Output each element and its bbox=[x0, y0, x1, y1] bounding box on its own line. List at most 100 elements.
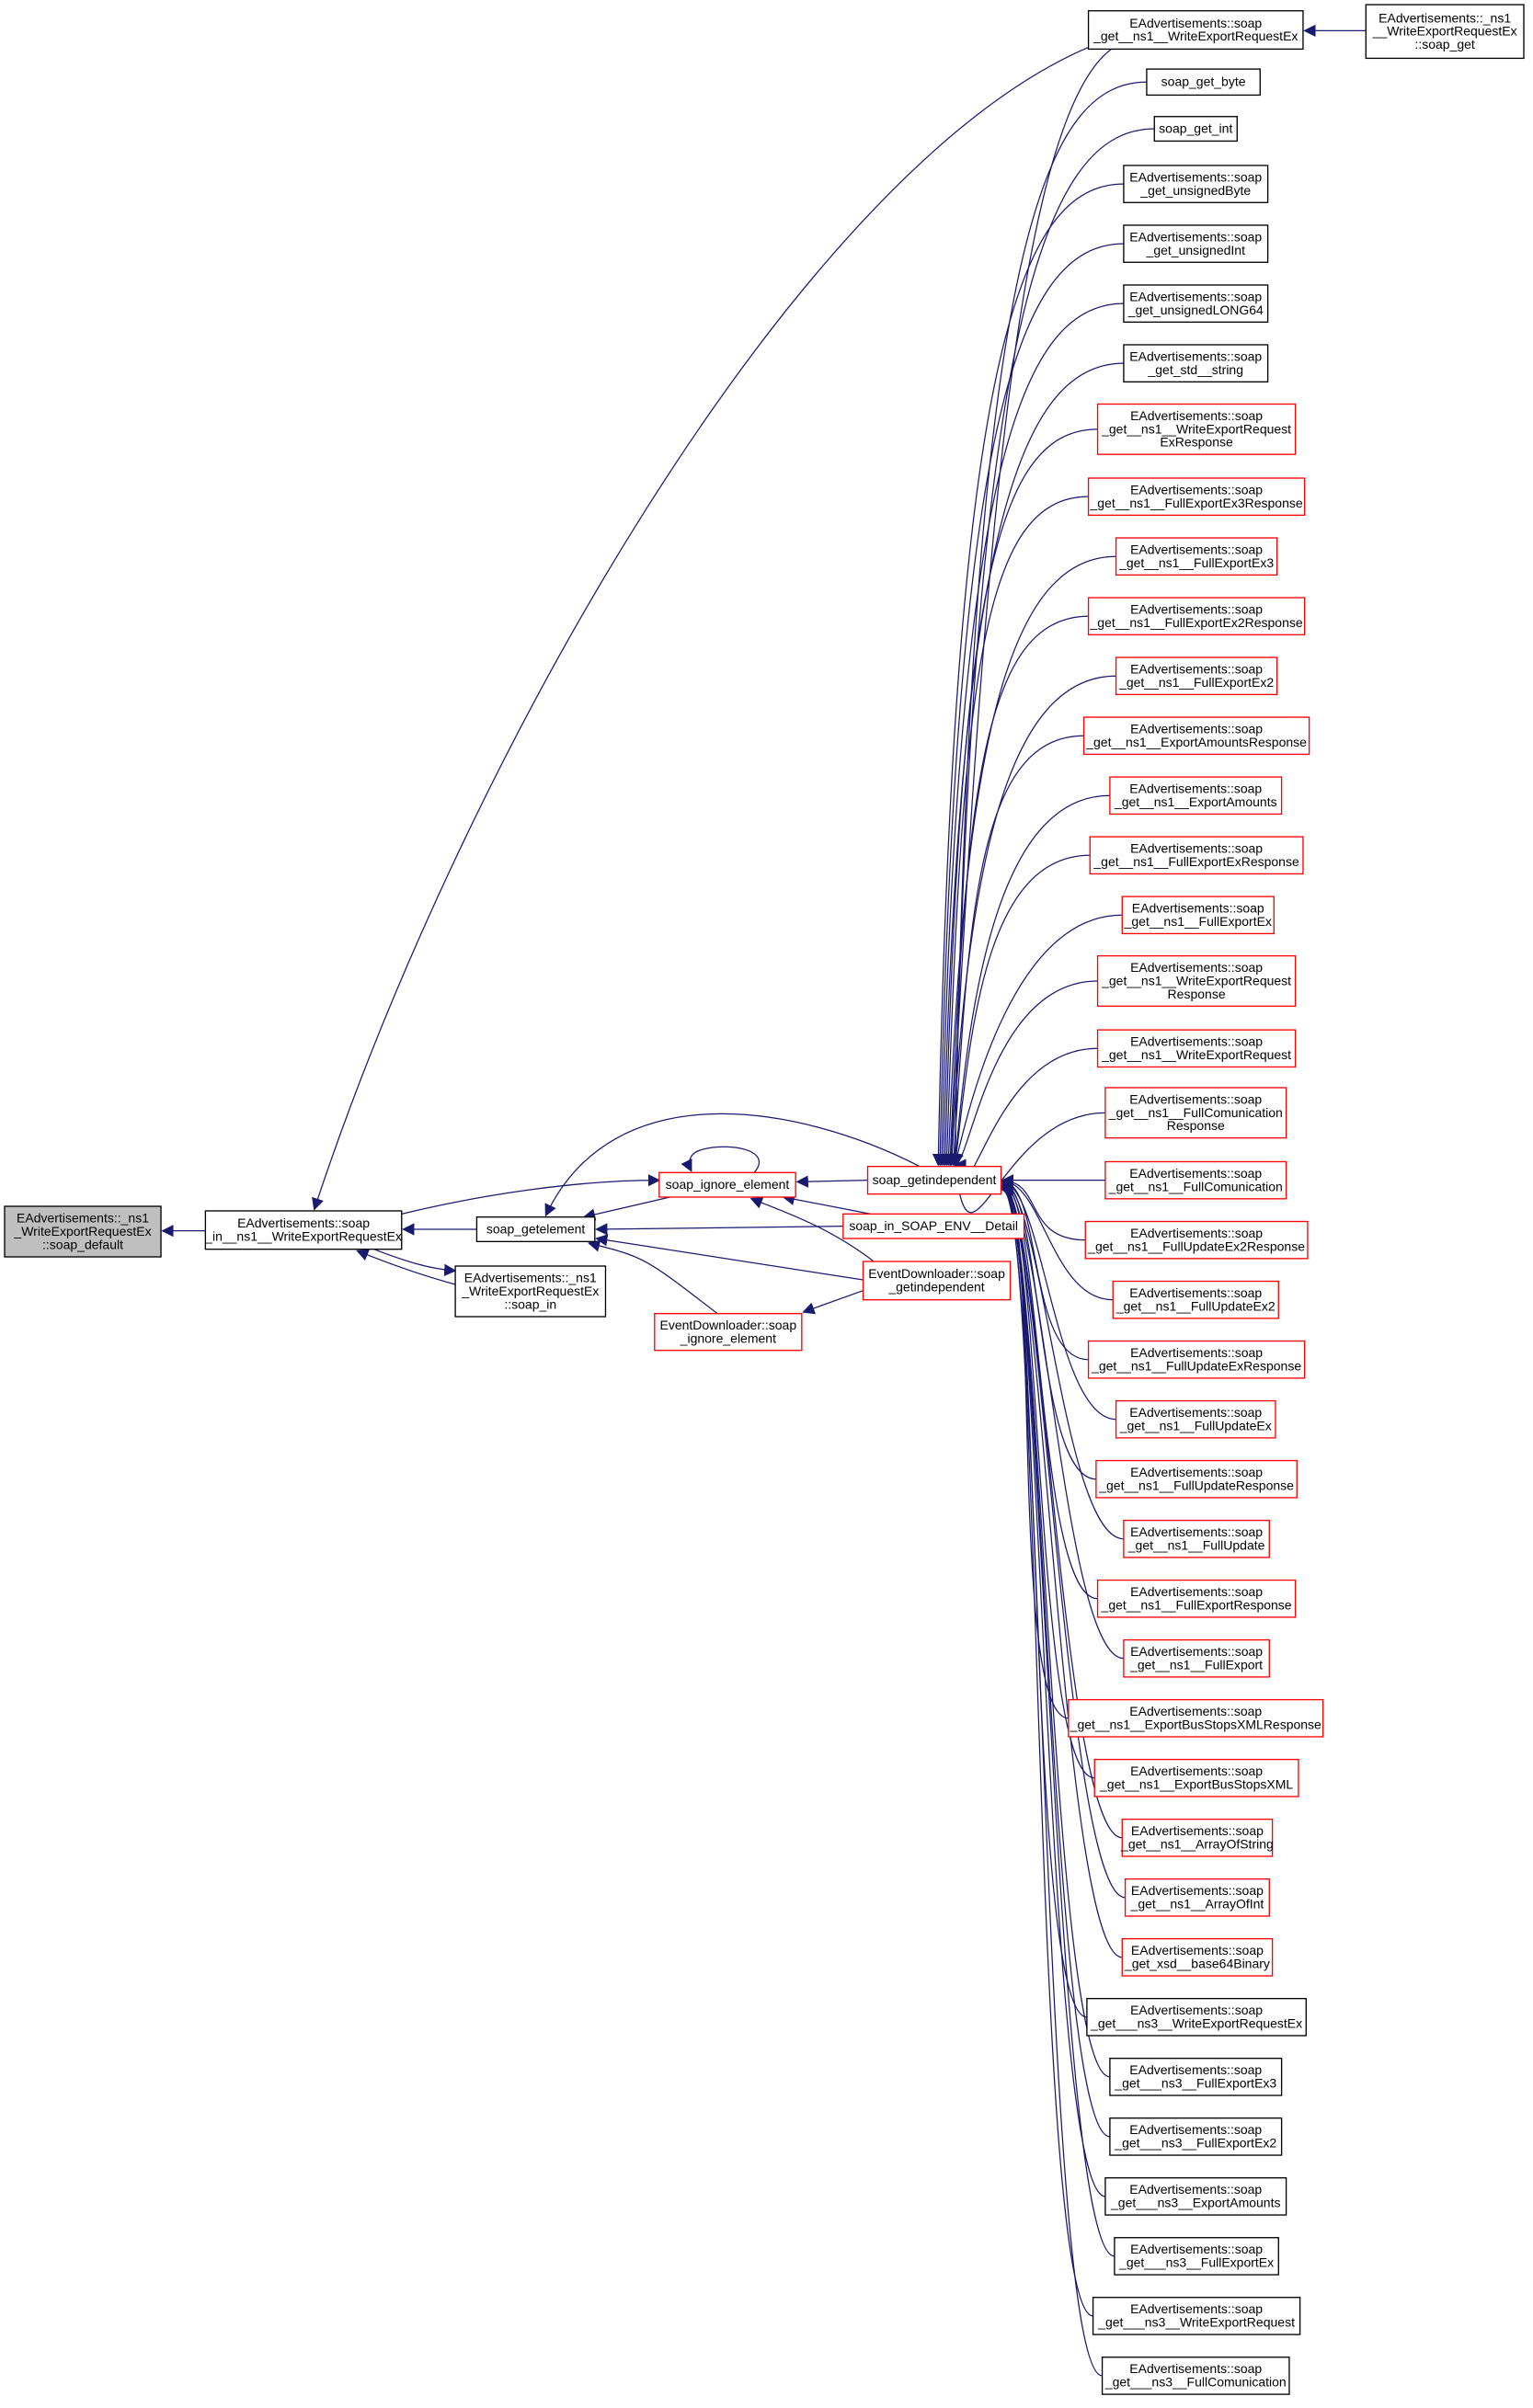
edge-soap_in_ns1-to-ns1_soap_in bbox=[373, 1249, 457, 1276]
node-r27[interactable]: EAdvertisements::soap_get__ns1__FullExpo… bbox=[1123, 1638, 1270, 1678]
node-label: _get__ns1__WriteExportRequest bbox=[1101, 973, 1291, 987]
node-r35[interactable]: EAdvertisements::soap_get___ns3__FullExp… bbox=[1109, 2117, 1283, 2156]
node-label: _get___ns3__FullComunication bbox=[1104, 2375, 1287, 2390]
node-r28[interactable]: EAdvertisements::soap_get__ns1__ExportBu… bbox=[1068, 1698, 1324, 1738]
node-r2[interactable]: soap_get_int bbox=[1153, 116, 1238, 143]
edge-r14-to-getindep bbox=[950, 854, 1091, 1167]
node-r24[interactable]: EAdvertisements::soap_get__ns1__FullUpda… bbox=[1095, 1459, 1298, 1499]
node-r34[interactable]: EAdvertisements::soap_get___ns3__FullExp… bbox=[1109, 2058, 1283, 2096]
node-ed_getindep[interactable]: EventDownloader::soap_getindependent bbox=[862, 1261, 1012, 1301]
node-r15[interactable]: EAdvertisements::soap_get__ns1__FullExpo… bbox=[1121, 896, 1275, 935]
node-r1[interactable]: soap_get_byte bbox=[1146, 68, 1261, 97]
node-box bbox=[1087, 1340, 1306, 1379]
node-r22[interactable]: EAdvertisements::soap_get__ns1__FullUpda… bbox=[1087, 1340, 1306, 1379]
node-r10[interactable]: EAdvertisements::soap_get__ns1__FullExpo… bbox=[1087, 597, 1306, 636]
node-label: EAdvertisements::soap bbox=[1129, 1091, 1262, 1106]
node-label: EAdvertisements::soap bbox=[1130, 841, 1263, 856]
node-label: _get___ns3__WriteExportRequestEx bbox=[1090, 2016, 1302, 2031]
node-r29[interactable]: EAdvertisements::soap_get__ns1__ExportBu… bbox=[1093, 1758, 1299, 1797]
node-getindep[interactable]: soap_getindependent bbox=[866, 1165, 1002, 1195]
node-soap_get[interactable]: EAdvertisements::_ns1__WriteExportReques… bbox=[1365, 4, 1525, 60]
node-label: EAdvertisements::soap bbox=[1130, 1763, 1263, 1778]
edge-r12-to-getindep bbox=[947, 735, 1084, 1167]
node-r21[interactable]: EAdvertisements::soap_get__ns1__FullUpda… bbox=[1112, 1280, 1279, 1319]
node-box bbox=[1086, 1998, 1307, 2037]
node-label: _get___ns3__ExportAmounts bbox=[1110, 2196, 1280, 2210]
node-box bbox=[1096, 1579, 1297, 1618]
node-label: _get__ns1__FullExportEx2 bbox=[1118, 675, 1274, 690]
edge-r21-to-getindep bbox=[1001, 1175, 1114, 1301]
node-label: _get__ns1__FullComunication bbox=[1108, 1179, 1283, 1193]
node-ignore[interactable]: soap_ignore_element bbox=[658, 1171, 796, 1198]
node-detail[interactable]: soap_in_SOAP_ENV__Detail bbox=[842, 1213, 1025, 1239]
node-label: _get__ns1__WriteExportRequest bbox=[1101, 421, 1291, 436]
node-r33[interactable]: EAdvertisements::soap_get___ns3__WriteEx… bbox=[1086, 1998, 1307, 2037]
node-label: ExResponse bbox=[1160, 435, 1233, 450]
node-label: EAdvertisements::soap bbox=[1129, 2361, 1262, 2376]
node-r7[interactable]: EAdvertisements::soap_get__ns1__WriteExp… bbox=[1096, 403, 1297, 455]
node-r20[interactable]: EAdvertisements::soap_get__ns1__FullUpda… bbox=[1084, 1220, 1309, 1260]
node-label: EAdvertisements::soap bbox=[1129, 229, 1262, 244]
node-r16[interactable]: EAdvertisements::soap_get__ns1__WriteExp… bbox=[1096, 954, 1297, 1007]
node-r36[interactable]: EAdvertisements::soap_get___ns3__ExportA… bbox=[1104, 2177, 1287, 2216]
node-label: _get__ns1__FullExportEx bbox=[1124, 914, 1272, 929]
node-ns1_soap_in[interactable]: EAdvertisements::_ns1_WriteExportRequest… bbox=[454, 1265, 607, 1318]
node-label: EventDownloader::soap bbox=[868, 1266, 1005, 1281]
node-r23[interactable]: EAdvertisements::soap_get__ns1__FullUpda… bbox=[1115, 1399, 1276, 1439]
node-label: EAdvertisements::soap bbox=[1129, 2182, 1262, 2197]
edge-getindep-to-ignore bbox=[795, 1175, 868, 1188]
node-box bbox=[1109, 776, 1283, 816]
node-r19[interactable]: EAdvertisements::soap_get__ns1__FullComu… bbox=[1104, 1160, 1287, 1200]
node-label: EAdvertisements::soap bbox=[1130, 1584, 1263, 1599]
node-label: EAdvertisements::soap bbox=[1132, 901, 1264, 916]
node-label: soap_getindependent bbox=[873, 1172, 997, 1187]
edge-r36-to-getindep bbox=[1001, 1182, 1105, 2197]
node-r17[interactable]: EAdvertisements::soap_get__ns1__WriteExp… bbox=[1096, 1029, 1297, 1068]
node-label: __WriteExportRequestEx bbox=[1372, 24, 1517, 39]
node-root[interactable]: EAdvertisements::_ns1_WriteExportRequest… bbox=[4, 1205, 162, 1258]
node-r37[interactable]: EAdvertisements::soap_get___ns3__FullExp… bbox=[1114, 2237, 1279, 2276]
node-r14[interactable]: EAdvertisements::soap_get__ns1__FullExpo… bbox=[1089, 836, 1304, 875]
node-r3[interactable]: EAdvertisements::soap_get_unsignedByte bbox=[1123, 165, 1269, 203]
node-ed_ignore[interactable]: EventDownloader::soap_ignore_element bbox=[654, 1313, 803, 1352]
node-r25[interactable]: EAdvertisements::soap_get__ns1__FullUpda… bbox=[1123, 1519, 1270, 1558]
node-r26[interactable]: EAdvertisements::soap_get__ns1__FullExpo… bbox=[1096, 1579, 1297, 1618]
node-r31[interactable]: EAdvertisements::soap_get__ns1__ArrayOfI… bbox=[1124, 1877, 1270, 1917]
node-box bbox=[1084, 1220, 1309, 1260]
edge-r7-to-getindep bbox=[939, 428, 1098, 1167]
node-r9[interactable]: EAdvertisements::soap_get__ns1__FullExpo… bbox=[1115, 537, 1278, 576]
edge-r10-to-getindep bbox=[944, 615, 1089, 1167]
node-r13[interactable]: EAdvertisements::soap_get__ns1__ExportAm… bbox=[1109, 776, 1283, 816]
node-r4[interactable]: EAdvertisements::soap_get_unsignedInt bbox=[1123, 224, 1269, 263]
node-getelement[interactable]: soap_getelement bbox=[475, 1216, 596, 1243]
node-r6[interactable]: EAdvertisements::soap_get_std__string bbox=[1123, 344, 1269, 382]
node-r18[interactable]: EAdvertisements::soap_get__ns1__FullComu… bbox=[1104, 1087, 1287, 1139]
edge-ed_ignore-to-getelement bbox=[587, 1239, 718, 1315]
node-box bbox=[1104, 1087, 1287, 1139]
node-label: EAdvertisements::soap bbox=[1130, 408, 1263, 423]
node-label: EAdvertisements::soap bbox=[1129, 1166, 1262, 1181]
node-label: EAdvertisements::soap bbox=[1130, 602, 1263, 617]
node-r11[interactable]: EAdvertisements::soap_get__ns1__FullExpo… bbox=[1115, 656, 1278, 696]
node-soap_in_ns1[interactable]: EAdvertisements::soap_in__ns1__WriteExpo… bbox=[204, 1210, 403, 1250]
edge-ed_getindep-to-ignore bbox=[749, 1196, 875, 1262]
node-box bbox=[1082, 716, 1310, 756]
node-label: _get__ns1__FullUpdateEx2Response bbox=[1087, 1238, 1305, 1253]
node-box bbox=[1093, 1758, 1299, 1797]
node-label: _get__ns1__ExportAmountsResponse bbox=[1085, 735, 1307, 749]
node-label: EAdvertisements::soap bbox=[1131, 1883, 1264, 1898]
node-r30[interactable]: EAdvertisements::soap_get__ns1__ArrayOfS… bbox=[1120, 1818, 1274, 1857]
node-r8[interactable]: EAdvertisements::soap_get__ns1__FullExpo… bbox=[1087, 477, 1306, 517]
node-label: EAdvertisements::_ns1 bbox=[17, 1211, 149, 1226]
node-r39[interactable]: EAdvertisements::soap_get___ns3__FullCom… bbox=[1101, 2357, 1290, 2395]
node-r32[interactable]: EAdvertisements::soap_get_xsd__base64Bin… bbox=[1121, 1937, 1274, 1977]
node-box bbox=[1112, 1280, 1279, 1319]
node-r12[interactable]: EAdvertisements::soap_get__ns1__ExportAm… bbox=[1082, 716, 1310, 756]
node-r5[interactable]: EAdvertisements::soap_get_unsignedLONG64 bbox=[1123, 284, 1269, 323]
node-label: _get__ns1__FullUpdateEx2 bbox=[1115, 1298, 1276, 1313]
node-top[interactable]: EAdvertisements::soap_get__ns1__WriteExp… bbox=[1087, 10, 1304, 51]
node-label: _get___ns3__FullExportEx bbox=[1118, 2255, 1274, 2270]
node-r38[interactable]: EAdvertisements::soap_get___ns3__WriteEx… bbox=[1092, 2297, 1301, 2335]
node-label: _get__ns1__ExportBusStopsXMLResponse bbox=[1070, 1717, 1321, 1731]
